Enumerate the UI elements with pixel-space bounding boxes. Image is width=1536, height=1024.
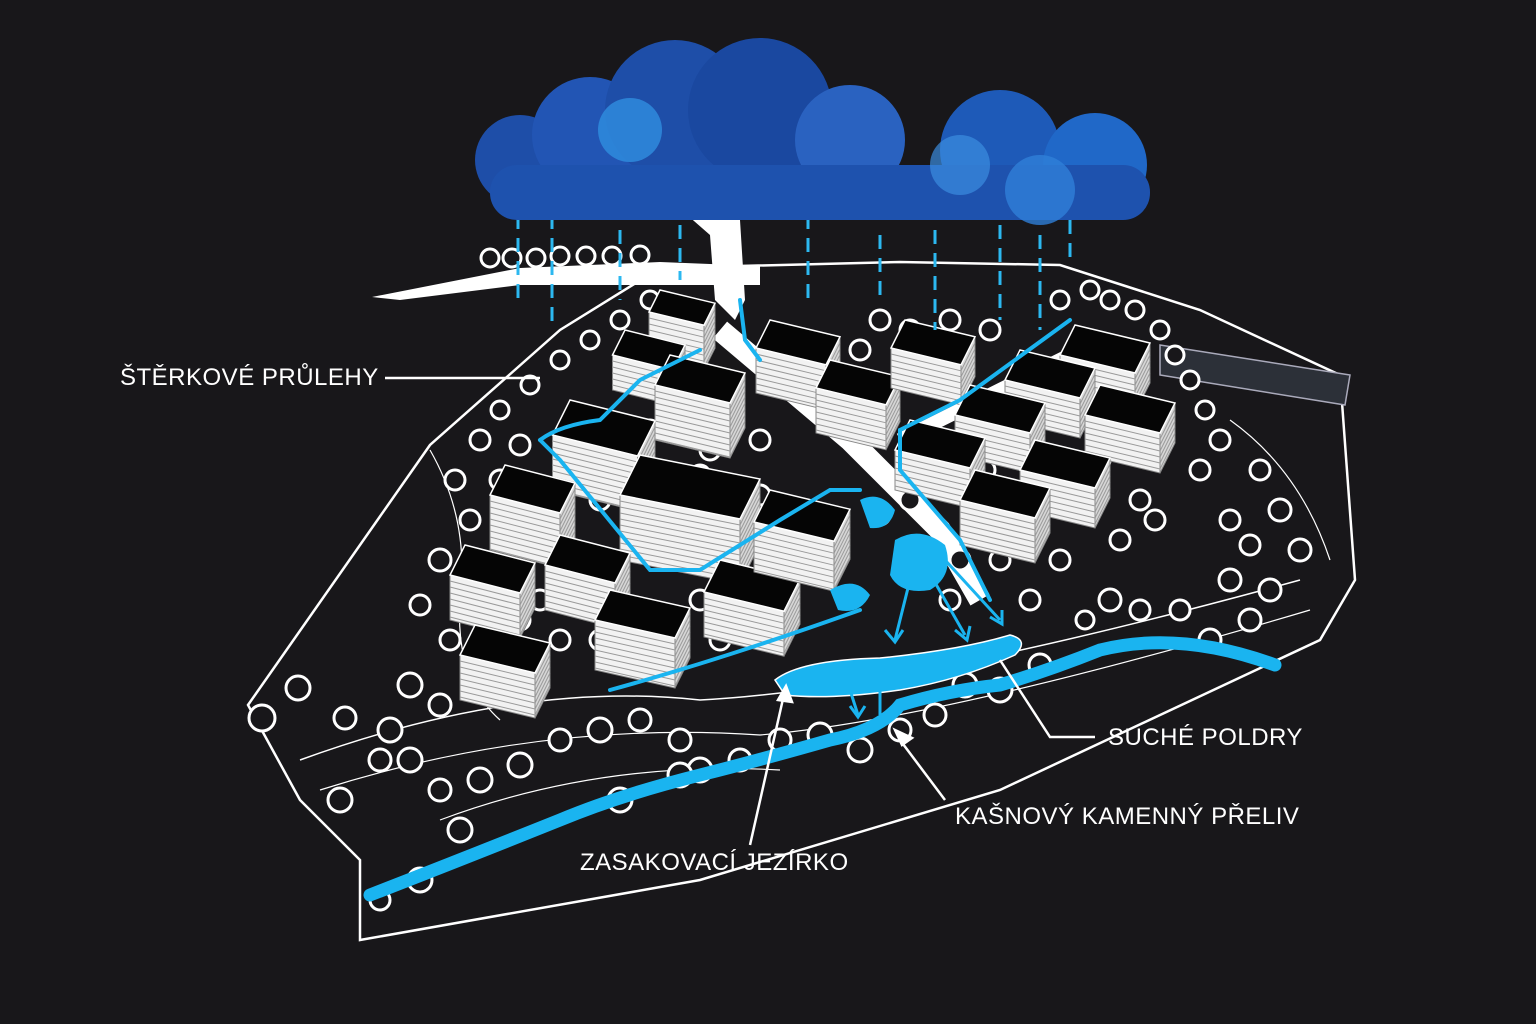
tree-circle-icon (547, 727, 573, 753)
tree-circle-icon (868, 308, 892, 332)
tree-circle-icon (978, 318, 1002, 342)
tree-circle-icon (508, 433, 532, 457)
tree-circle-icon (1079, 279, 1101, 301)
tree-circle-icon (549, 349, 571, 371)
building-block (448, 544, 537, 639)
tree-circle-icon (629, 244, 651, 266)
building-block (953, 384, 1047, 474)
tree-circle-icon (627, 707, 653, 733)
tree-circle-icon (284, 674, 312, 702)
tree-circle-icon (922, 702, 948, 728)
tree-circle-icon (1257, 577, 1283, 603)
tree-circle-icon (938, 308, 962, 332)
tree-circle-icon (438, 628, 462, 652)
tree-circle-icon (609, 309, 631, 331)
tree-circle-icon (1217, 567, 1243, 593)
building-block (754, 319, 842, 411)
building-block (653, 354, 747, 459)
building-block (752, 489, 852, 592)
tree-circle-icon (367, 747, 393, 773)
tree-circle-icon (408, 593, 432, 617)
tree-circle-icon (1128, 488, 1152, 512)
tree-circle-icon (489, 399, 511, 421)
tree-circle-icon (1287, 537, 1313, 563)
infiltration-pond (773, 496, 1023, 720)
tree-circle-icon (748, 428, 772, 452)
tree-circle-icon (1208, 428, 1232, 452)
tree-circle-icon (468, 428, 492, 452)
tree-circle-icon (579, 329, 601, 351)
tree-circle-icon (479, 247, 501, 269)
tree-circle-icon (1074, 609, 1096, 631)
tree-circle-icon (848, 338, 872, 362)
infiltration-pond-label: ZASAKOVACÍ JEZÍRKO (580, 849, 849, 876)
building-block (458, 624, 552, 719)
tree-circle-icon (427, 777, 453, 803)
tree-circle-icon (1188, 458, 1212, 482)
tree-circle-icon (1097, 587, 1123, 613)
tree-circle-icon (427, 692, 453, 718)
building-block (593, 589, 692, 689)
tree-circle-icon (586, 716, 614, 744)
tree-circle-icon (1168, 598, 1192, 622)
tree-circle-icon (1218, 508, 1242, 532)
tree-circle-icon (575, 245, 597, 267)
tree-circle-icon (519, 374, 541, 396)
building-block (958, 469, 1052, 564)
tree-circle-icon (1128, 598, 1152, 622)
building-block (814, 359, 902, 451)
building-block (889, 319, 977, 406)
tree-circle-icon (1194, 399, 1216, 421)
tree-circle-icon (458, 508, 482, 532)
tree-circle-icon (1049, 289, 1071, 311)
tree-circle-icon (1237, 607, 1263, 633)
rain-cloud-icon (475, 38, 1150, 225)
tree-circle-icon (1164, 344, 1186, 366)
tree-circle-icon (549, 245, 571, 267)
flow-arrow-icon (848, 558, 1004, 720)
tree-circle-icon (1179, 369, 1201, 391)
tree-circle-icon (1124, 299, 1146, 321)
tree-circle-icon (1149, 319, 1171, 341)
tree-circle-icon (396, 746, 424, 774)
tree-circle-icon (506, 751, 534, 779)
tree-circle-icon (667, 727, 693, 753)
tree-circle-icon (601, 245, 623, 267)
gravel-swales-label: ŠTĚRKOVÉ PRŮLEHY (120, 364, 379, 391)
tree-circle-icon (1108, 528, 1132, 552)
tree-circle-icon (326, 786, 354, 814)
tree-circle-icon (1267, 497, 1293, 523)
tree-circle-icon (548, 628, 572, 652)
tree-circle-icon (525, 247, 547, 269)
tree-circle-icon (1143, 508, 1167, 532)
building-block (488, 464, 577, 569)
tree-circle-icon (1238, 533, 1262, 557)
tree-circle-icon (466, 766, 494, 794)
tree-circle-icon (1099, 289, 1121, 311)
fountain-stone-overflow-label: KAŠNOVÝ KAMENNÝ PŘELIV (955, 803, 1300, 830)
tree-circle-icon (1248, 458, 1272, 482)
tree-circle-icon (332, 705, 358, 731)
tree-circle-icon (396, 671, 424, 699)
rain-lines (516, 215, 1072, 330)
tree-circle-icon (846, 736, 874, 764)
tree-circle-icon (1018, 588, 1042, 612)
tree-circle-icon (427, 547, 453, 573)
tree-circle-icon (376, 716, 404, 744)
tree-circle-icon (446, 816, 474, 844)
tree-circle-icon (1048, 548, 1072, 572)
dry-basins-label: SUCHÉ POLDRY (1108, 724, 1303, 751)
leader-lines (385, 376, 1095, 846)
tree-circle-icon (247, 703, 277, 733)
tree-circle-icon (443, 468, 467, 492)
creek (363, 636, 1282, 902)
drainage-channels (538, 298, 1072, 692)
